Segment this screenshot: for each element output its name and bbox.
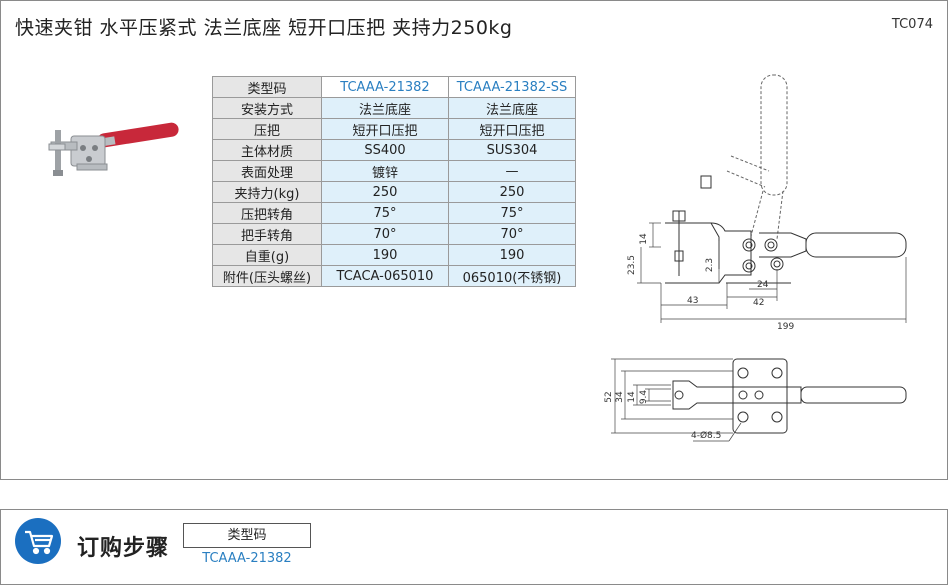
spec-value: 75° [448, 202, 576, 224]
dimension-lines-top [611, 358, 742, 442]
spec-value: 镀锌 [321, 160, 449, 182]
spec-model-1[interactable]: TCAAA-21382 [321, 76, 449, 98]
spec-model-2[interactable]: TCAAA-21382-SS [448, 76, 576, 98]
table-row: 压把 短开口压把 短开口压把 [212, 118, 576, 140]
order-panel: 订购步骤 类型码 TCAAA-21382 [0, 509, 948, 585]
spec-label: 附件(压头螺丝) [212, 265, 322, 287]
spec-label: 主体材质 [212, 139, 322, 161]
order-steps-title: 订购步骤 [77, 536, 170, 561]
order-type-code-label: 类型码 [183, 523, 311, 548]
dim-14-top: 14 [627, 391, 637, 403]
dim-23-5: 23.5 [627, 255, 637, 275]
spec-table: 类型码 TCAAA-21382 TCAAA-21382-SS 安装方式 法兰底座… [212, 76, 576, 287]
spec-header-row: 类型码 TCAAA-21382 TCAAA-21382-SS [212, 76, 576, 98]
table-row: 压把转角 75° 75° [212, 202, 576, 224]
spec-label: 夹持力(kg) [212, 181, 322, 203]
spec-value: 法兰底座 [448, 97, 576, 119]
dim-199: 199 [777, 322, 794, 332]
spec-label: 类型码 [212, 76, 322, 98]
dimension-drawing: 14 23.5 2.3 24 42 43 199 [604, 74, 907, 442]
page-title: 快速夹钳 水平压紧式 法兰底座 短开口压把 夹持力250kg [15, 17, 513, 39]
table-row: 把手转角 70° 70° [212, 223, 576, 245]
spec-label: 压把 [212, 118, 322, 140]
spec-value: 70° [448, 223, 576, 245]
top-view [672, 358, 907, 434]
dim-holes: 4-Ø8.5 [691, 430, 721, 441]
spec-value: 法兰底座 [321, 97, 449, 119]
dimension-labels-top: 52 34 14 9.4 4-Ø8.5 [604, 390, 721, 441]
spec-value: 短开口压把 [448, 118, 576, 140]
body-side [665, 222, 907, 284]
product-photo [48, 122, 179, 176]
spec-value: SUS304 [448, 139, 576, 161]
spec-value: 065010(不锈钢) [448, 265, 576, 287]
spec-label: 把手转角 [212, 223, 322, 245]
spec-value: SS400 [321, 139, 449, 161]
dimension-lines-side [637, 222, 907, 323]
table-row: 表面处理 镀锌 — [212, 160, 576, 182]
dim-24: 24 [757, 280, 769, 290]
spec-value: 250 [321, 181, 449, 203]
spec-label: 自重(g) [212, 244, 322, 266]
product-panel: 快速夹钳 水平压紧式 法兰底座 短开口压把 夹持力250kg TC074 类型码… [0, 0, 948, 480]
spec-label: 压把转角 [212, 202, 322, 224]
open-position-outline [726, 74, 788, 240]
product-code: TC074 [891, 17, 933, 32]
dim-34: 34 [615, 391, 625, 403]
dim-9-4: 9.4 [639, 390, 649, 405]
spec-value: TCACA-065010 [321, 265, 449, 287]
shopping-cart-icon [15, 518, 61, 564]
dimension-labels-side: 14 23.5 2.3 24 42 43 199 [627, 233, 794, 332]
spec-label: 安装方式 [212, 97, 322, 119]
spec-value: — [448, 160, 576, 182]
order-type-code-value[interactable]: TCAAA-21382 [202, 551, 292, 566]
dim-52: 52 [604, 391, 614, 402]
spec-value: 190 [448, 244, 576, 266]
dim-2-3: 2.3 [705, 258, 715, 272]
dim-14: 14 [639, 233, 649, 245]
spec-value: 70° [321, 223, 449, 245]
dim-43: 43 [687, 296, 698, 306]
table-row: 主体材质 SS400 SUS304 [212, 139, 576, 161]
table-row: 自重(g) 190 190 [212, 244, 576, 266]
table-row: 安装方式 法兰底座 法兰底座 [212, 97, 576, 119]
dim-42: 42 [753, 298, 764, 308]
spec-label: 表面处理 [212, 160, 322, 182]
spec-value: 190 [321, 244, 449, 266]
table-row: 夹持力(kg) 250 250 [212, 181, 576, 203]
spec-value: 75° [321, 202, 449, 224]
spec-value: 短开口压把 [321, 118, 449, 140]
spindle-side [672, 175, 712, 276]
spec-value: 250 [448, 181, 576, 203]
table-row: 附件(压头螺丝) TCACA-065010 065010(不锈钢) [212, 265, 576, 287]
